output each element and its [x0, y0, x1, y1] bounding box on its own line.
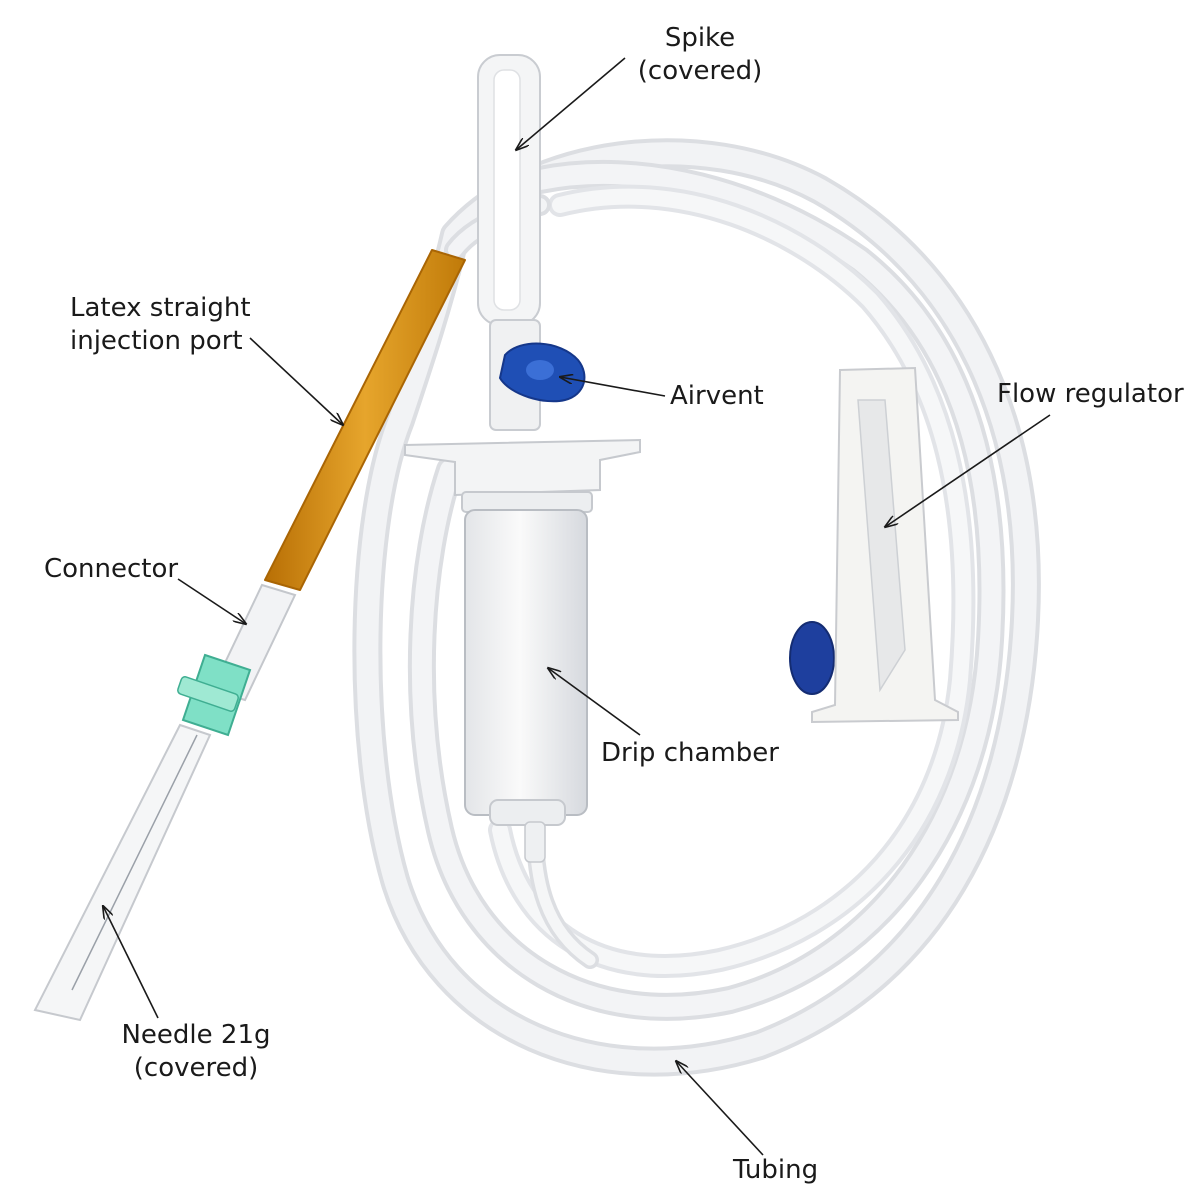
injection-port-label-line1: Latex straight	[70, 293, 251, 323]
injection-port-leader	[249, 337, 343, 425]
spike-leader	[516, 57, 626, 150]
flow-regulator	[789, 366, 959, 724]
flow-regulator-label: Flow regulator	[997, 378, 1184, 411]
drip-chamber-label-text: Drip chamber	[601, 738, 779, 768]
spike-label-line2: (covered)	[637, 56, 763, 86]
connector-leader	[177, 578, 246, 624]
injection-line	[33, 249, 466, 1022]
airvent-label-text: Airvent	[670, 381, 764, 411]
needle-label: Needle 21g (covered)	[120, 1019, 272, 1085]
spike-assembly	[477, 54, 541, 431]
leader-arrows	[103, 57, 1051, 1156]
connector-label: Connector	[44, 553, 178, 586]
drip-chamber	[404, 438, 641, 863]
needle-label-line1: Needle 21g	[121, 1020, 271, 1050]
flow-regulator-leader	[885, 414, 1051, 527]
drip-chamber-leader	[548, 668, 641, 736]
tubing-leader	[676, 1061, 764, 1156]
needle-leader	[103, 906, 159, 1019]
tubing-coil	[352, 138, 1041, 1077]
airvent-label: Airvent	[670, 380, 764, 413]
injection-port-label-line2: injection port	[70, 326, 243, 356]
injection-port-label: Latex straight injection port	[70, 292, 251, 358]
needle-label-line2: (covered)	[133, 1053, 259, 1083]
airvent-leader	[560, 377, 666, 397]
spike-label-line1: Spike	[664, 23, 736, 53]
tubing-label: Tubing	[733, 1154, 818, 1187]
tubing-label-text: Tubing	[733, 1155, 819, 1185]
flow-regulator-label-text: Flow regulator	[997, 379, 1184, 409]
connector-label-text: Connector	[44, 554, 179, 584]
airvent-cap	[498, 342, 586, 403]
drip-chamber-label: Drip chamber	[601, 737, 779, 770]
spike-label: Spike (covered)	[632, 22, 768, 88]
